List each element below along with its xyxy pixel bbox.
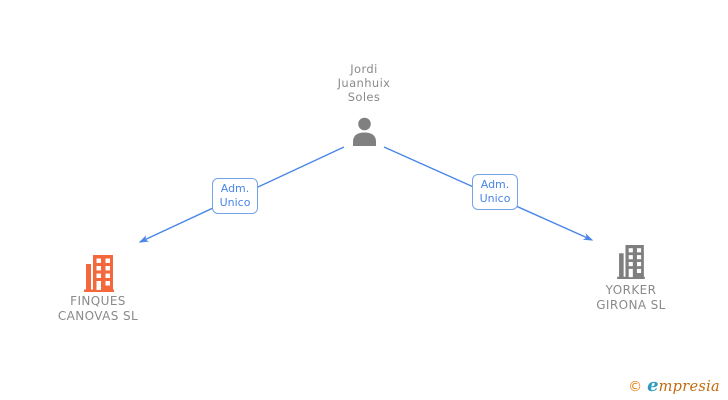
company-name-yorker[interactable]: YORKER GIRONA SL — [596, 283, 666, 312]
edge-label-adm-unico-left: Adm. Unico — [212, 178, 258, 214]
person-name[interactable]: Jordi Juanhuix Soles — [337, 62, 391, 104]
building-icon-finques[interactable] — [84, 255, 114, 292]
brand-wordmark: empresia — [647, 375, 720, 396]
brand-rest: mpresia — [658, 379, 720, 395]
empresia-logo[interactable]: © empresia — [628, 375, 720, 396]
building-icon-yorker[interactable] — [617, 245, 645, 279]
company-name-finques[interactable]: FINQUES CANOVAS SL — [57, 294, 139, 323]
copyright-icon: © — [628, 379, 643, 395]
person-icon[interactable] — [351, 117, 378, 146]
edge-label-adm-unico-right: Adm. Unico — [472, 174, 518, 210]
brand-initial: e — [647, 375, 659, 396]
